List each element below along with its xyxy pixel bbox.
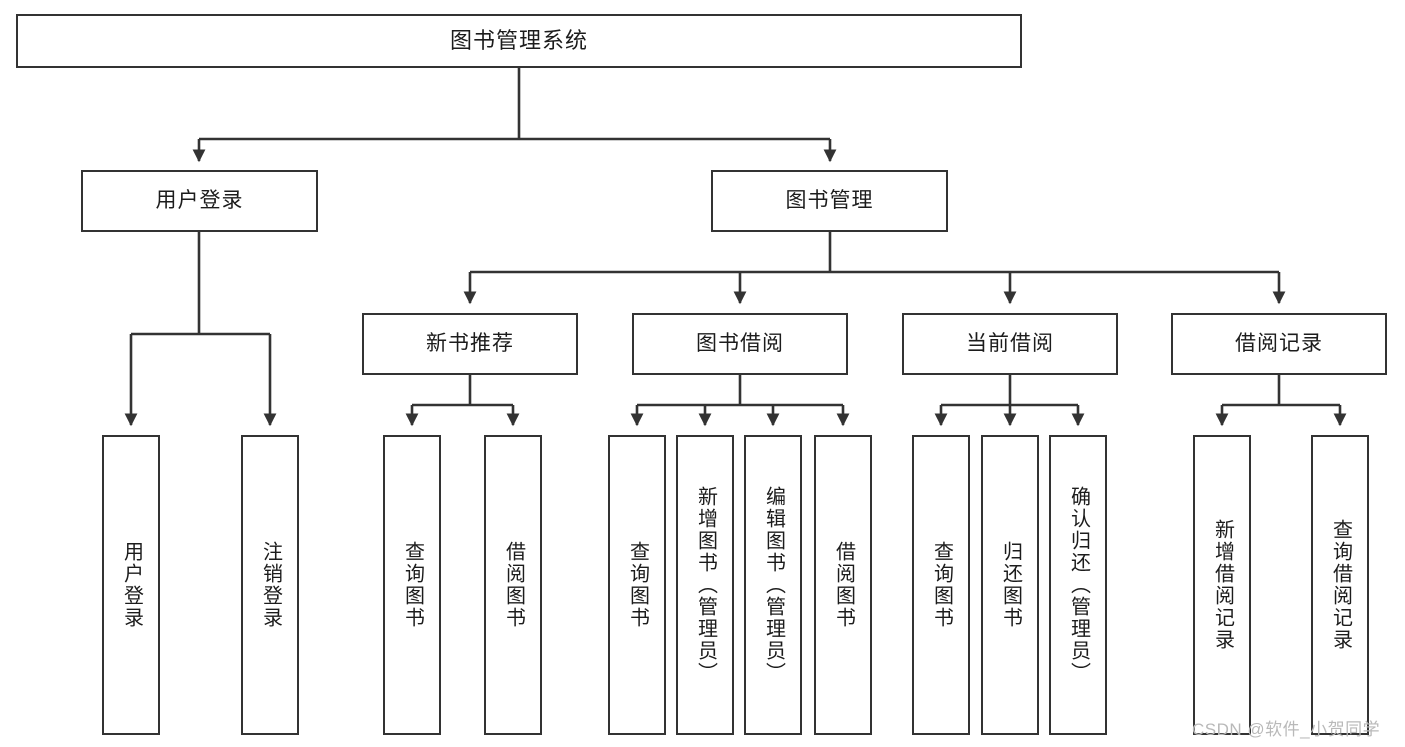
node-label: 图书借阅 xyxy=(696,331,784,355)
node-leaf-borrow-book-1[interactable]: 借阅图书 xyxy=(484,435,542,735)
node-book-borrow[interactable]: 图书借阅 xyxy=(632,313,848,375)
node-leaf-query-record[interactable]: 查询借阅记录 xyxy=(1311,435,1369,735)
node-label: 用户登录 xyxy=(120,541,143,629)
node-leaf-query-book-3[interactable]: 查询图书 xyxy=(912,435,970,735)
node-label: 注销登录 xyxy=(259,541,282,629)
node-leaf-query-book-2[interactable]: 查询图书 xyxy=(608,435,666,735)
node-leaf-add-book[interactable]: 新增图书（管理员） xyxy=(676,435,734,735)
node-leaf-user-login[interactable]: 用户登录 xyxy=(102,435,160,735)
node-leaf-query-book-1[interactable]: 查询图书 xyxy=(383,435,441,735)
node-leaf-borrow-book-2[interactable]: 借阅图书 xyxy=(814,435,872,735)
node-leaf-return-book[interactable]: 归还图书 xyxy=(981,435,1039,735)
node-label: 新增图书（管理员） xyxy=(694,486,717,684)
node-leaf-add-record[interactable]: 新增借阅记录 xyxy=(1193,435,1251,735)
node-borrow-record[interactable]: 借阅记录 xyxy=(1171,313,1387,375)
node-current-borrow[interactable]: 当前借阅 xyxy=(902,313,1118,375)
node-label: 当前借阅 xyxy=(966,331,1054,355)
node-label: 图书管理系统 xyxy=(449,28,588,54)
node-label: 用户登录 xyxy=(155,188,244,212)
node-label: 借阅图书 xyxy=(832,541,855,629)
node-label: 查询图书 xyxy=(401,541,424,629)
node-label: 图书管理 xyxy=(785,188,874,212)
node-label: 新书推荐 xyxy=(426,331,514,355)
node-leaf-user-logout[interactable]: 注销登录 xyxy=(241,435,299,735)
node-label: 查询借阅记录 xyxy=(1329,519,1352,651)
node-leaf-edit-book[interactable]: 编辑图书（管理员） xyxy=(744,435,802,735)
node-label: 查询图书 xyxy=(626,541,649,629)
node-label: 借阅记录 xyxy=(1235,331,1323,355)
node-book-manage[interactable]: 图书管理 xyxy=(711,170,948,232)
node-label: 编辑图书（管理员） xyxy=(762,486,785,684)
node-new-book-recommend[interactable]: 新书推荐 xyxy=(362,313,578,375)
node-label: 归还图书 xyxy=(999,541,1022,629)
node-root[interactable]: 图书管理系统 xyxy=(16,14,1022,68)
node-label: 确认归还（管理员） xyxy=(1067,486,1090,684)
node-label: 查询图书 xyxy=(930,541,953,629)
watermark: CSDN @软件_小贺同学 xyxy=(1192,720,1381,739)
node-label: 新增借阅记录 xyxy=(1211,519,1234,651)
node-user-login[interactable]: 用户登录 xyxy=(81,170,318,232)
node-label: 借阅图书 xyxy=(502,541,525,629)
node-leaf-confirm-return[interactable]: 确认归还（管理员） xyxy=(1049,435,1107,735)
